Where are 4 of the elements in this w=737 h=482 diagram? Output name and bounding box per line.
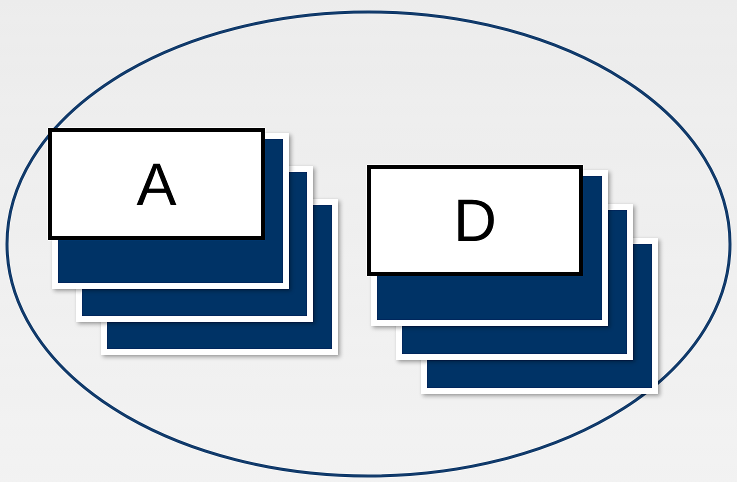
card-letter: D bbox=[453, 186, 497, 255]
card-letter: A bbox=[136, 150, 177, 218]
label-card bbox=[48, 128, 265, 240]
label-card bbox=[367, 165, 583, 276]
